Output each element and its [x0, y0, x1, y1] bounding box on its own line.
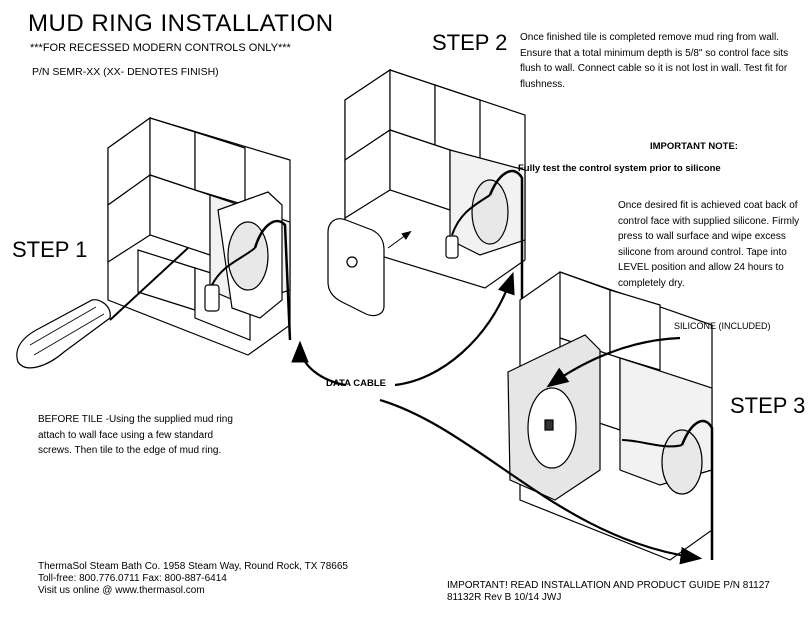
faceplate-arrow — [387, 230, 412, 249]
control-faceplate — [327, 218, 385, 317]
important-note-body: Fully test the control system prior to s… — [518, 163, 721, 174]
step2-tile-wall — [344, 68, 526, 300]
screwdriver — [16, 247, 189, 369]
company-phone: Toll-free: 800.776.0711 Fax: 800-887-641… — [38, 573, 227, 584]
document-revision: 81132R Rev B 10/14 JWJ — [447, 592, 562, 603]
company-address: ThermaSol Steam Bath Co. 1958 Steam Way,… — [38, 561, 348, 572]
step2-instructions: Once finished tile is completed remove m… — [520, 32, 789, 90]
step3-instructions: Once desired fit is achieved coat back o… — [618, 200, 800, 289]
data-cable-arrow-right — [394, 271, 515, 387]
step1-instructions: BEFORE TILE -Using the supplied mud ring… — [38, 414, 233, 456]
part-number: P/N SEMR-XX (XX- DENOTES FINISH) — [32, 66, 219, 78]
step3-tile-wall — [507, 271, 714, 561]
data-cable-label: DATA CABLE — [326, 378, 386, 389]
step1-mud-ring — [204, 191, 292, 341]
guide-reference: IMPORTANT! READ INSTALLATION AND PRODUCT… — [447, 580, 770, 604]
page-title: MUD RING INSTALLATION — [28, 10, 334, 37]
data-cable-arrow-down — [379, 398, 703, 565]
company-info: ThermaSol Steam Bath Co. 1958 Steam Way,… — [38, 561, 348, 597]
guide-reference-line: IMPORTANT! READ INSTALLATION AND PRODUCT… — [447, 580, 770, 591]
step2-label: STEP 2 — [432, 30, 508, 55]
company-website: Visit us online @ www.thermasol.com — [38, 585, 205, 596]
step3-label: STEP 3 — [730, 393, 806, 418]
silicone-label: SILICONE (INCLUDED) — [674, 321, 771, 331]
data-cable-arrow-left — [291, 340, 346, 387]
step1-label: STEP 1 — [12, 237, 88, 262]
page-subtitle: ***FOR RECESSED MODERN CONTROLS ONLY*** — [30, 42, 291, 54]
important-note-title: IMPORTANT NOTE: — [650, 141, 738, 152]
silicone-arrow — [546, 336, 681, 388]
